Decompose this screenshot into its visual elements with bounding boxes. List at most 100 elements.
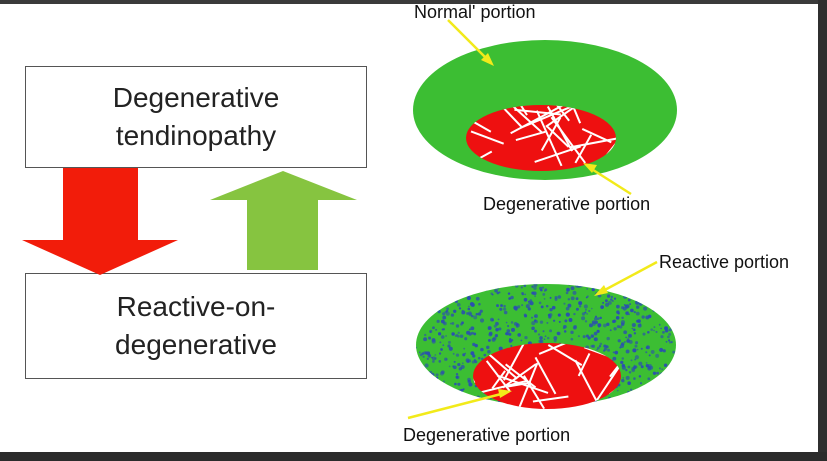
reactive-speckle-dot — [588, 309, 591, 313]
reactive-speckle-dot — [436, 319, 440, 323]
reactive-speckle-dot — [553, 339, 557, 343]
reactive-speckle-dot — [602, 301, 605, 304]
reactive-speckle-dot — [647, 377, 651, 381]
reactive-speckle-dot — [470, 326, 475, 331]
reactive-speckle-dot — [672, 350, 676, 354]
reactive-speckle-dot — [557, 295, 562, 299]
reactive-speckle-dot — [421, 287, 424, 291]
reactive-speckle-dot — [661, 299, 665, 302]
reactive-speckle-dot — [623, 341, 626, 343]
reactive-speckle-dot — [486, 345, 490, 350]
reactive-speckle-dot — [466, 330, 471, 335]
reactive-speckle-dot — [617, 339, 621, 343]
reactive-speckle-dot — [584, 320, 588, 323]
reactive-speckle-dot — [574, 284, 580, 288]
reactive-speckle-dot — [542, 292, 546, 296]
reactive-speckle-dot — [639, 323, 642, 326]
reactive-speckle-dot — [439, 397, 443, 401]
reactive-speckle-dot — [542, 330, 545, 333]
reactive-speckle-dot — [527, 300, 530, 303]
reactive-speckle-dot — [525, 304, 530, 309]
reactive-speckle-dot — [606, 294, 611, 298]
reactive-speckle-dot — [585, 296, 588, 299]
reactive-speckle-dot — [634, 344, 638, 348]
reactive-speckle-dot — [643, 306, 648, 311]
reactive-speckle-dot — [551, 305, 556, 310]
reactive-speckle-dot — [416, 346, 417, 349]
reactive-speckle-dot — [422, 303, 427, 307]
reactive-speckle-dot — [487, 350, 491, 354]
reactive-speckle-dot — [629, 396, 632, 399]
reactive-speckle-dot — [625, 349, 630, 354]
reactive-speckle-dot — [647, 331, 650, 334]
reactive-speckle-dot — [458, 397, 462, 401]
reactive-speckle-dot — [503, 307, 507, 311]
reactive-speckle-dot — [442, 286, 447, 291]
reactive-speckle-dot — [534, 315, 536, 318]
reactive-speckle-dot — [430, 289, 435, 294]
reactive-speckle-dot — [429, 288, 432, 291]
reactive-speckle-dot — [479, 309, 483, 313]
reactive-speckle-dot — [508, 297, 511, 300]
reactive-speckle-dot — [670, 397, 674, 401]
reactive-speckle-dot — [479, 318, 485, 323]
reactive-speckle-dot — [662, 331, 665, 334]
reactive-speckle-dot — [477, 312, 482, 316]
reactive-speckle-dot — [602, 323, 607, 328]
reactive-speckle-dot — [439, 284, 442, 286]
reactive-speckle-dot — [444, 303, 447, 307]
bottom-box-line-1: Reactive-on- — [116, 291, 276, 322]
reactive-speckle-dot — [440, 335, 445, 339]
reactive-speckle-dot — [487, 338, 491, 342]
reactive-speckle-dot — [496, 291, 500, 295]
reactive-speckle-dot — [609, 329, 612, 332]
reactive-speckle-dot — [464, 337, 468, 341]
reactive-speckle-dot — [439, 341, 442, 344]
reactive-speckle-dot — [593, 337, 597, 341]
reactive-speckle-dot — [591, 321, 596, 326]
reactive-portion-label: Reactive portion — [659, 252, 790, 272]
reactive-speckle-dot — [672, 374, 676, 378]
reactive-speckle-dot — [655, 284, 660, 288]
reactive-speckle-dot — [662, 313, 667, 318]
reactive-speckle-dot — [558, 320, 561, 323]
reactive-speckle-dot — [417, 309, 420, 312]
reactive-speckle-dot — [563, 330, 567, 333]
reactive-speckle-dot — [453, 360, 456, 363]
reactive-speckle-dot — [609, 400, 614, 405]
reactive-speckle-dot — [657, 284, 662, 287]
reactive-speckle-dot — [517, 333, 522, 337]
reactive-speckle-dot — [584, 311, 587, 314]
reactive-speckle-dot — [494, 333, 499, 338]
reactive-speckle-dot — [632, 348, 637, 353]
reactive-speckle-dot — [670, 307, 673, 310]
reactive-speckle-dot — [659, 389, 664, 393]
reactive-speckle-dot — [462, 362, 464, 365]
reactive-speckle-dot — [621, 402, 624, 405]
reactive-speckle-dot — [655, 330, 658, 333]
reactive-speckle-dot — [633, 332, 637, 335]
fiber-line — [496, 105, 543, 134]
reactive-speckle-dot — [584, 308, 587, 311]
reactive-speckle-dot — [628, 333, 632, 338]
reactive-speckle-dot — [447, 340, 451, 344]
reactive-speckle-dot — [454, 289, 458, 292]
reactive-speckle-dot — [642, 289, 646, 292]
reactive-speckle-dot — [455, 375, 460, 380]
reactive-speckle-dot — [573, 312, 576, 316]
reactive-speckle-dot — [447, 289, 450, 292]
reactive-speckle-dot — [563, 302, 566, 305]
reactive-speckle-dot — [467, 379, 471, 383]
reactive-speckle-dot — [450, 313, 455, 317]
reactive-speckle-dot — [645, 287, 649, 292]
reactive-speckle-dot — [449, 296, 453, 300]
reactive-speckle-dot — [670, 340, 673, 344]
reactive-speckle-dot — [557, 313, 561, 317]
reactive-speckle-dot — [648, 354, 651, 357]
reactive-speckle-dot — [648, 289, 653, 294]
reactive-speckle-dot — [653, 284, 658, 286]
fiber-line — [540, 117, 562, 151]
reactive-speckle-dot — [460, 388, 464, 392]
reactive-speckle-dot — [533, 284, 538, 287]
reactive-speckle-dot — [498, 346, 503, 351]
